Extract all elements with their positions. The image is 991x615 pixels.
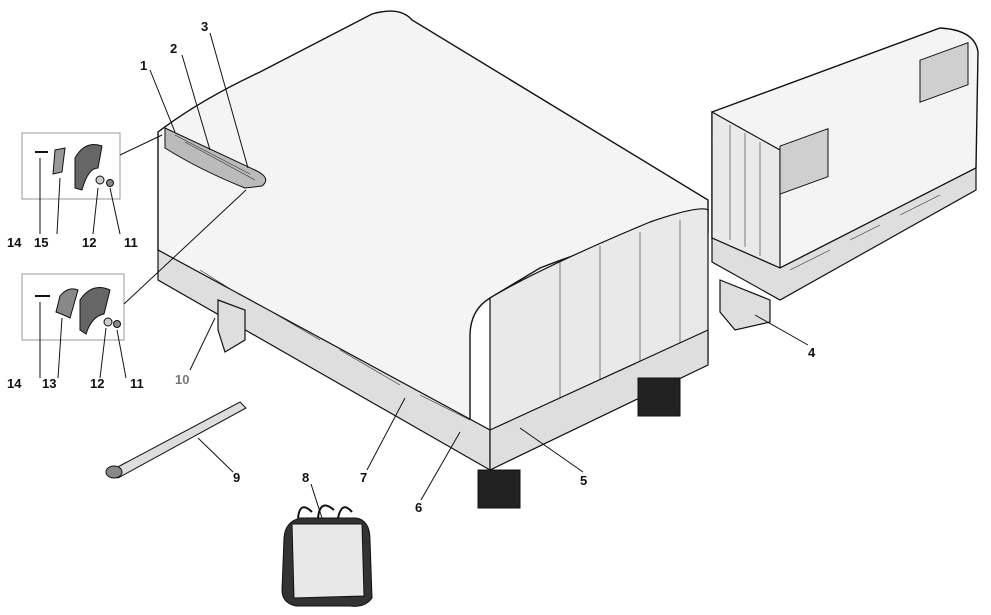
callout-12-upper: 12: [82, 235, 96, 250]
callout-7: 7: [360, 470, 367, 485]
callout-5: 5: [580, 473, 587, 488]
detail-washer-b: [103, 317, 113, 327]
detail-group-lower: [21, 189, 247, 341]
callout-1: 1: [140, 58, 147, 73]
callout-10: 10: [175, 372, 189, 387]
bracket-part: [217, 299, 246, 353]
callout-9: 9: [233, 470, 240, 485]
detail-strap-plate-a: [52, 147, 66, 175]
callout-15: 15: [34, 235, 48, 250]
callout-11-lower: 11: [130, 376, 144, 391]
truck-body-with-tarp: [157, 10, 709, 509]
detail-nut-a: [106, 179, 114, 187]
mud-flap-left: [477, 469, 521, 509]
callout-14-upper: 14: [7, 235, 22, 250]
callout-2: 2: [170, 41, 177, 56]
callout-14-lower: 14: [7, 376, 22, 391]
detail-washer-a: [95, 175, 105, 185]
callout-11-upper: 11: [124, 235, 138, 250]
callout-3: 3: [201, 19, 208, 34]
callout-12-lower: 12: [90, 376, 104, 391]
trailer-window-side: [779, 127, 829, 195]
callout-13: 13: [42, 376, 56, 391]
callout-8: 8: [302, 470, 309, 485]
detail-curved-bracket-b: [79, 287, 111, 335]
tie-strap: [105, 401, 247, 479]
detail-curved-bracket-a: [74, 144, 103, 191]
tarp-storage-bag: [281, 504, 373, 607]
trailer-with-tarp: [711, 27, 979, 331]
detail-strap-plate-b: [55, 288, 79, 319]
callout-4: 4: [808, 345, 816, 360]
trailer-window-front: [919, 41, 969, 103]
mud-flap-right: [637, 377, 681, 417]
callout-6: 6: [415, 500, 422, 515]
detail-group-upper: [21, 132, 163, 200]
detail-nut-b: [113, 320, 121, 328]
leader-lines: [39, 32, 809, 519]
